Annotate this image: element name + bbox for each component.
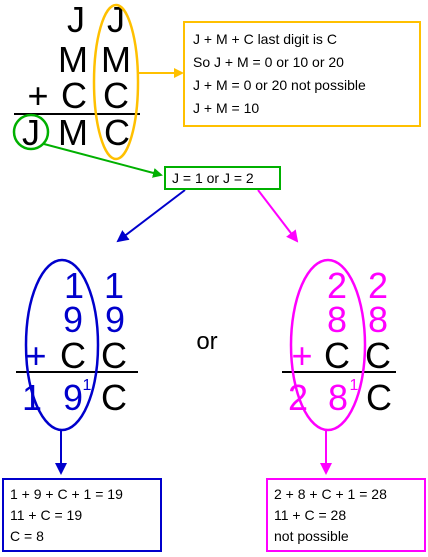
orange-line-4: J + M = 10 [193,100,260,116]
right-row3-plus: + [291,335,312,376]
top-result-ones: C [104,112,130,153]
magenta-line-2: 11 + C = 28 [274,507,347,523]
top-row1-tens: J [67,0,85,40]
orange-line-2: So J + M = 0 or 10 or 20 [193,54,344,70]
right-row2-ones: 8 [368,299,388,340]
top-row3-tens: C [61,75,87,116]
top-row1-ones: J [107,0,125,40]
top-result-j-circle [12,113,50,151]
magenta-line-3: not possible [274,528,349,544]
right-row3-ones: C [365,335,391,376]
top-result-hundreds: J [22,112,40,153]
left-row2-ones: 9 [105,299,125,340]
right-result-tens: 8 [328,377,348,418]
right-carry: 1 [350,377,359,394]
orange-explanation-box: J + M + C last digit is C So J + M = 0 o… [183,21,421,127]
orange-line-3: J + M = 0 or 20 not possible [193,77,366,93]
left-row2-tens: 9 [63,299,83,340]
left-carry: 1 [83,377,92,394]
magenta-line-1: 2 + 8 + C + 1 = 28 [274,486,387,502]
left-row3-ones: C [101,335,127,376]
left-row3-plus: + [25,335,46,376]
magenta-branch-arrow [257,189,299,243]
top-ones-column-oval [92,3,140,161]
left-result-tens: 9 [63,377,83,418]
right-result-ones: C [366,377,392,418]
right-row1-ones: 2 [368,265,388,306]
orange-line-1: J + M + C last digit is C [193,31,337,47]
right-row1-tens: 2 [327,265,347,306]
left-row1-ones: 1 [104,265,124,306]
top-row3-ones: C [103,75,129,116]
left-result-ones: C [101,377,127,418]
right-row3-tens: C [324,335,350,376]
top-row2-ones: M [101,39,131,80]
right-row2-tens: 8 [327,299,347,340]
green-box-text: J = 1 or J = 2 [172,170,254,186]
top-result-tens: M [58,112,88,153]
blue-branch-arrow [116,189,186,243]
or-label: or [196,328,217,355]
left-sum: 1 1 9 9 + C C 1 9 1 C [16,265,138,418]
left-row3-tens: C [60,335,86,376]
magenta-conclusion-box: 2 + 8 + C + 1 = 28 11 + C = 28 not possi… [266,478,426,552]
blue-line-3: C = 8 [10,528,44,544]
green-arrow [43,143,163,178]
blue-conclusion-box: 1 + 9 + C + 1 = 19 11 + C = 19 C = 8 [2,478,162,552]
right-sum: 2 2 8 8 + C C 2 8 1 C [282,265,396,418]
left-row1-tens: 1 [64,265,84,306]
top-row3-plus: + [27,75,48,116]
blue-line-1: 1 + 9 + C + 1 = 19 [10,486,123,502]
top-row2-tens: M [58,39,88,80]
green-result-box: J = 1 or J = 2 [164,166,281,190]
blue-line-2: 11 + C = 19 [10,507,83,523]
top-sum: J J M M + C C J M C [14,0,140,153]
right-tens-column-oval [289,258,367,432]
